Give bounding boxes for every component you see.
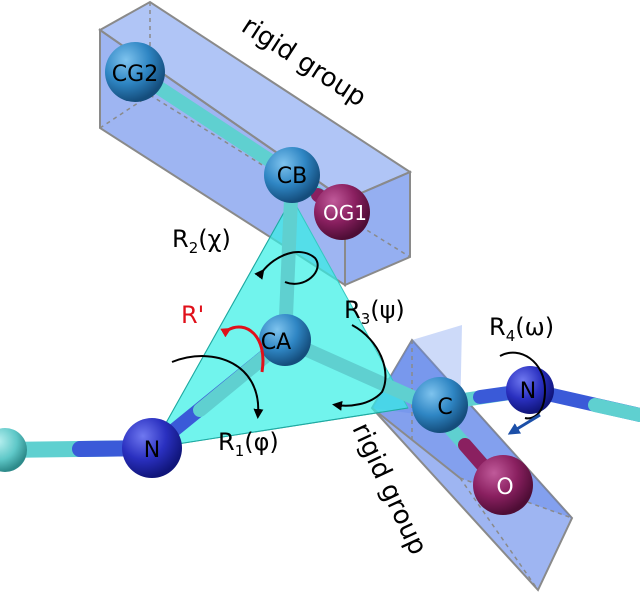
- atom-label-o: O: [496, 475, 513, 500]
- atom-label-c: C: [437, 395, 452, 420]
- rotation-arrow-r3: [332, 324, 387, 411]
- atom-og1: OG1: [314, 184, 370, 240]
- label-r-prime: R': [181, 301, 204, 329]
- atom-label-cg2: CG2: [112, 62, 158, 87]
- atom-cb: CB: [264, 147, 320, 203]
- atom-label-n-left: N: [144, 438, 160, 463]
- rotation-arrow-r2: [254, 251, 319, 285]
- atom-o: O: [473, 455, 533, 515]
- atom-label-n-right: N: [520, 379, 536, 404]
- atom-cg2: CG2: [105, 42, 165, 102]
- rotation-arrow-r4-head: [507, 413, 541, 435]
- rotation-arrow-r1: [171, 355, 264, 419]
- atom-label-cb: CB: [277, 164, 307, 189]
- atom-terminal-left: [0, 428, 27, 472]
- label-r1: R1(φ): [218, 428, 279, 460]
- atom-c: C: [412, 377, 468, 433]
- label-r3: R3(ψ): [344, 296, 405, 328]
- rotation-arrow-r4: [499, 351, 547, 420]
- atom-n-right: N: [506, 366, 554, 414]
- rotation-arrow-r-prime: [220, 325, 265, 373]
- atom-n-left: N: [122, 418, 182, 478]
- atom-label-og1: OG1: [323, 201, 367, 225]
- atom-label-ca: CA: [261, 330, 291, 355]
- label-r4: R4(ω): [489, 313, 554, 345]
- atom-ca: CA: [259, 314, 311, 366]
- label-r2: R2(χ): [172, 225, 231, 257]
